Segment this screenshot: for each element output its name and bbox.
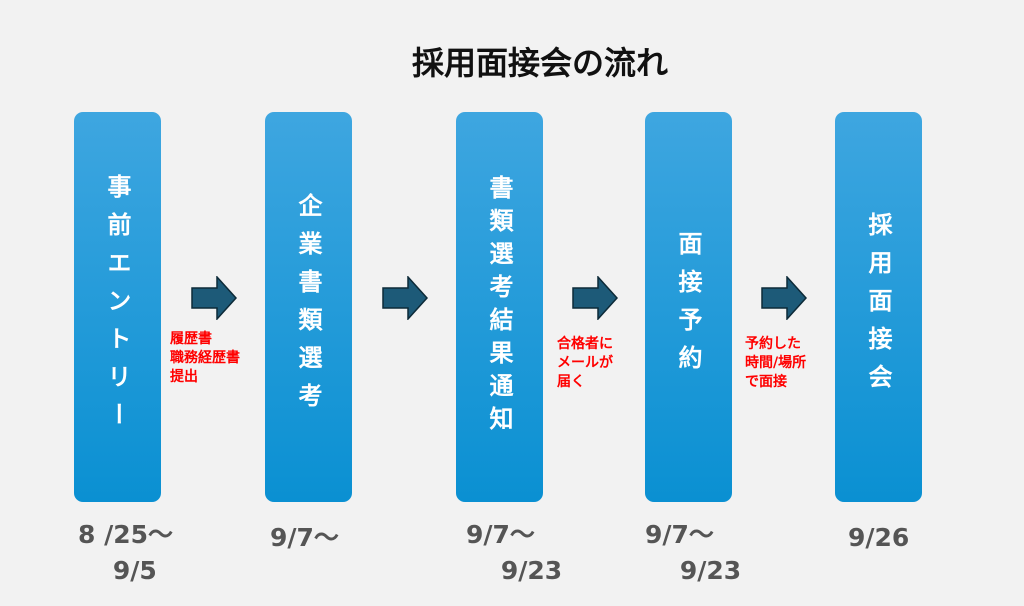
arrow-right-icon (191, 276, 237, 320)
note-interview-at-reserved-time: 予約した 時間/場所 で面接 (745, 336, 807, 390)
step-label: 事前エントリー (103, 174, 131, 440)
step-screening-result: 書類選考結果通知 (456, 112, 543, 502)
step-document-screening: 企業書類選考 (265, 112, 352, 502)
date-document-screening: 9/7～ (270, 523, 339, 552)
step-interview-event: 採用面接会 (835, 112, 922, 502)
date-screening-result: 9/7～ 9/23 (466, 520, 563, 585)
page-title: 採用面接会の流れ (411, 44, 668, 82)
date-pre-entry: 8 /25～ 9/5 (78, 520, 174, 585)
step-label: 書類選考結果通知 (485, 175, 513, 439)
step-label: 企業書類選考 (294, 193, 322, 421)
arrow-right-icon (572, 276, 618, 320)
date-interview-booking: 9/7～ 9/23 (645, 520, 742, 585)
arrow-right-icon (382, 276, 428, 320)
note-result-email: 合格者に メールが 届く (557, 336, 613, 390)
arrow-right-icon (761, 276, 807, 320)
step-pre-entry: 事前エントリー (74, 112, 161, 502)
note-submit-documents: 履歴書 職務経歴書 提出 (170, 331, 240, 385)
step-label: 面接予約 (674, 231, 702, 383)
step-label: 採用面接会 (864, 212, 892, 402)
step-interview-booking: 面接予約 (645, 112, 732, 502)
date-interview-event: 9/26 (848, 523, 910, 552)
